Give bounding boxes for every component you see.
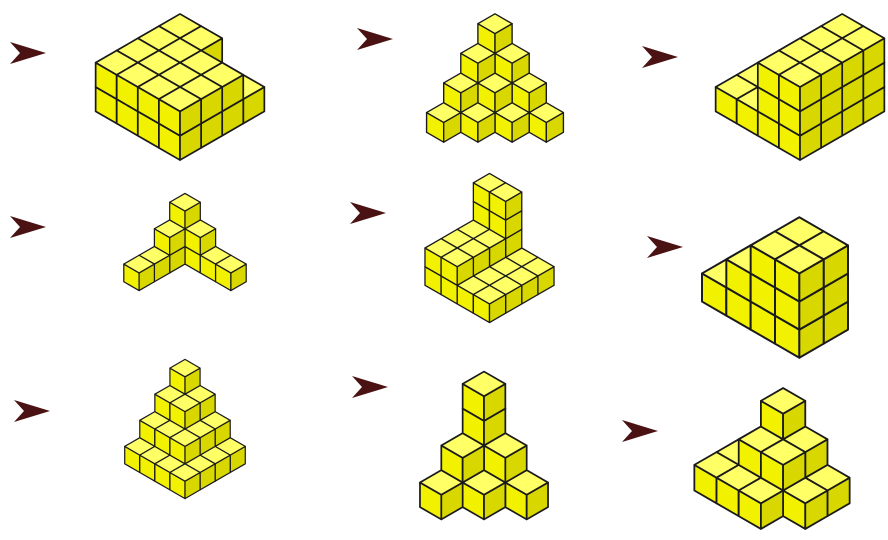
arrow-shape [647, 236, 683, 258]
arrow-shape [350, 202, 386, 224]
cube-figure-4 [105, 192, 265, 292]
arrow-shape [642, 46, 678, 68]
arrow-shape [10, 42, 46, 64]
cube-figure-6 [690, 215, 860, 360]
chevron-right-icon [8, 38, 48, 68]
chevron-right-icon [645, 232, 685, 262]
cube-figure-5 [412, 172, 567, 324]
arrow-shape [622, 420, 658, 442]
chevron-right-icon [8, 212, 48, 242]
cube-figure-9 [676, 386, 868, 531]
cube-figure-2 [425, 8, 565, 148]
chevron-right-icon [640, 42, 680, 72]
cube-figure-8 [418, 368, 550, 523]
chevron-right-icon [12, 396, 52, 426]
arrow-shape [14, 400, 50, 422]
cube-figure-3 [712, 12, 888, 162]
arrow-shape [352, 376, 388, 398]
cube-figure-1 [80, 12, 280, 162]
chevron-right-icon [348, 198, 388, 228]
chevron-right-icon [350, 372, 390, 402]
cube-figure-7 [102, 358, 268, 500]
arrow-shape [357, 28, 393, 50]
arrow-shape [10, 216, 46, 238]
chevron-right-icon [620, 416, 660, 446]
chevron-right-icon [355, 24, 395, 54]
